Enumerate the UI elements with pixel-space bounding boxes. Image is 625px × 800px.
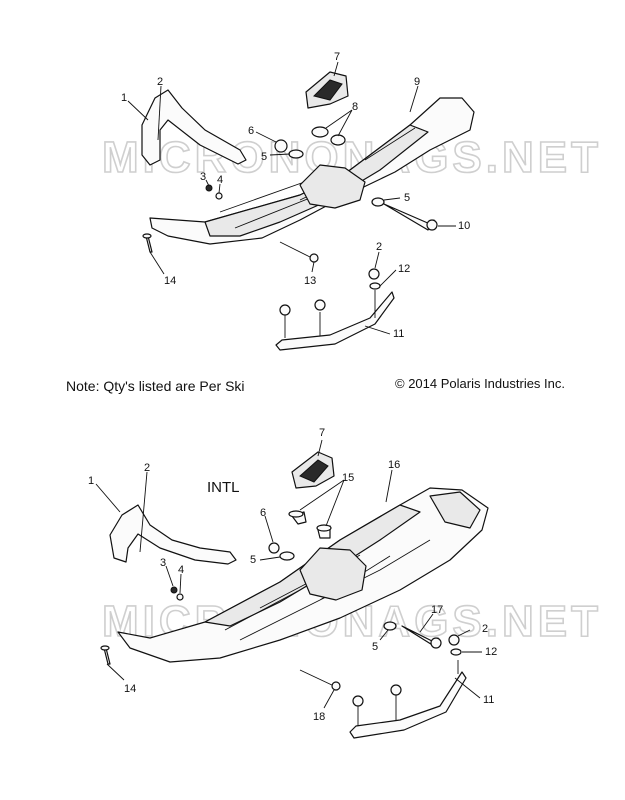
- callout-8-top: 8: [352, 101, 358, 113]
- callout-11-bottom: 11: [483, 694, 494, 706]
- callout-5a-top: 5: [261, 151, 267, 163]
- nut-13-top: [309, 253, 319, 263]
- callout-5a-bottom: 5: [250, 554, 256, 566]
- top-callouts: 1 2 3 4 5 5 6 7 8 9 10 11 12 13 14 2: [121, 51, 470, 340]
- ski-loop-top: [141, 89, 247, 166]
- callout-6-bottom: 6: [260, 507, 266, 519]
- callout-18: 18: [313, 711, 325, 723]
- bracket-top-pad: [313, 79, 343, 101]
- nut-11a-top: [279, 304, 291, 316]
- callout-13-top: 13: [304, 275, 316, 287]
- bolt-14-head-bottom: [100, 645, 110, 651]
- intl-label: INTL: [207, 479, 240, 496]
- washer-8b-top: [330, 134, 346, 146]
- callout-14-bottom: 14: [124, 683, 136, 695]
- washer-4-top: [215, 192, 223, 200]
- callout-2-top: 2: [157, 76, 163, 88]
- callout-3-bottom: 3: [160, 557, 166, 569]
- callout-17: 17: [431, 604, 443, 616]
- bolt-14-head-top: [142, 233, 152, 239]
- callout-3-top: 3: [200, 171, 206, 183]
- callout-2b-bottom: 2: [482, 623, 488, 635]
- bracket-bottom-pad: [299, 459, 329, 483]
- callout-11-top: 11: [393, 328, 404, 340]
- ski-heel-bottom: [429, 491, 481, 529]
- washer-12-top: [369, 282, 381, 290]
- washer-5-top: [288, 149, 304, 159]
- bolt-15a-head: [288, 510, 304, 518]
- callout-7-top: 7: [334, 51, 340, 63]
- callout-4-bottom: 4: [178, 564, 184, 576]
- bolt-10-head-top: [426, 219, 438, 231]
- washer-5b-bottom: [383, 621, 397, 631]
- runner-top: [275, 291, 395, 351]
- washer-4-bottom: [176, 593, 184, 601]
- callout-12-bottom: 12: [485, 646, 497, 658]
- callout-14-top: 14: [164, 275, 176, 287]
- nut-2b-top: [368, 268, 380, 280]
- callout-6-top: 6: [248, 125, 254, 137]
- callout-2b-top: 2: [376, 241, 382, 253]
- ski-spindle-mount-bottom: [299, 547, 367, 601]
- nut-6-top: [274, 139, 288, 153]
- bolt-10-top: [383, 203, 435, 231]
- callout-1-top: 1: [121, 92, 127, 104]
- callout-9-top: 9: [414, 76, 420, 88]
- nut-2b-bottom: [448, 634, 460, 646]
- washer-5b-top: [371, 197, 385, 207]
- nut-11b-top: [314, 299, 326, 311]
- runner-bottom: [349, 671, 467, 739]
- washer-5-bottom: [279, 551, 295, 561]
- nut-11a-bottom: [352, 695, 364, 707]
- screw-3-bottom: [170, 586, 178, 594]
- top-assembly: [141, 71, 475, 351]
- copyright-text: © 2014 Polaris Industries Inc.: [395, 376, 565, 391]
- washer-8a-top: [311, 126, 329, 138]
- nut-18: [331, 681, 341, 691]
- callout-10-top: 10: [458, 220, 470, 232]
- callout-5b-bottom: 5: [372, 641, 378, 653]
- callout-2-bottom: 2: [144, 462, 150, 474]
- nut-6-bottom: [268, 542, 280, 554]
- bolt-17-head: [430, 637, 442, 649]
- bottom-assembly: [100, 451, 489, 739]
- bottom-callouts: 1 2 3 4 5 5 6 7 11 12 14 15 16 17 18 2: [88, 427, 497, 723]
- nut-11b-bottom: [390, 684, 402, 696]
- washer-12-bottom: [450, 648, 462, 656]
- callout-1-bottom: 1: [88, 475, 94, 487]
- quantity-note: Note: Qty's listed are Per Ski: [66, 378, 245, 394]
- ski-loop-bottom: [109, 504, 237, 565]
- callout-16: 16: [388, 459, 400, 471]
- callout-5b-top: 5: [404, 192, 410, 204]
- callout-12-top: 12: [398, 263, 410, 275]
- callout-7-bottom: 7: [319, 427, 325, 439]
- ski-spindle-mount-top: [299, 164, 366, 209]
- callout-15: 15: [342, 472, 354, 484]
- bolt-15b-head: [316, 524, 332, 532]
- callout-4-top: 4: [217, 174, 223, 186]
